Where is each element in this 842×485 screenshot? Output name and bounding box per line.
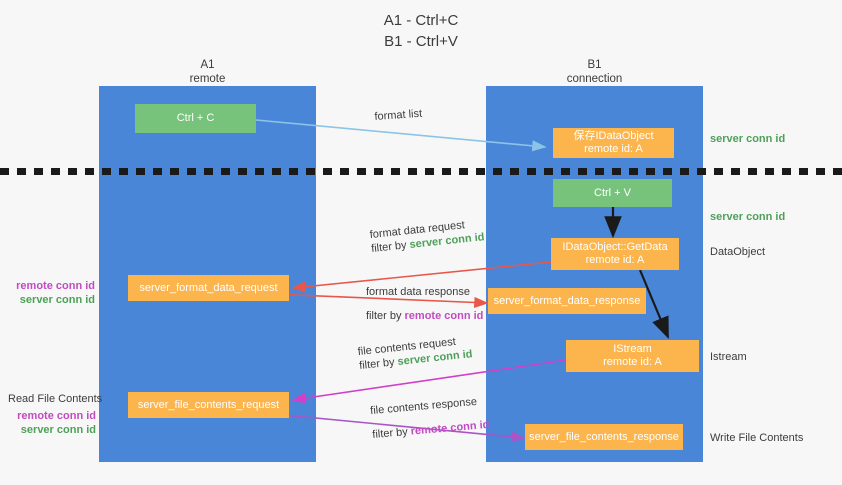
box-istream[interactable]: IStream remote id: A [566, 340, 699, 372]
box-ctrl-v[interactable]: Ctrl + V [553, 179, 672, 207]
phase-divider-dashed-line [0, 168, 842, 175]
box-server-file-contents-request-label: server_file_contents_request [137, 398, 280, 411]
filter-prefix: filter by [366, 310, 402, 322]
right-label-server-conn-id-1: server conn id [710, 133, 786, 145]
column-a1-sub: remote [189, 73, 226, 85]
box-ctrl-c-label: Ctrl + C [176, 112, 215, 124]
box-save-idataobject-label: 保存IDataObject remote id: A [573, 130, 654, 155]
right-label-write-file-contents: Write File Contents [710, 432, 804, 444]
arrow-getdata-to-istream [638, 269, 670, 340]
edge-label-format-data-response: format data response [366, 286, 470, 298]
column-header-b1: B1 connection [522, 58, 667, 86]
box-idataobject-getdata[interactable]: IDataObject::GetData remote id: A [551, 238, 679, 270]
right-label-istream: Istream [710, 351, 747, 363]
column-b1-name: B1 [587, 59, 602, 71]
left-label-read-file-contents: Read File Contents [8, 393, 103, 405]
left-label-server-conn-id-1: server conn id [19, 294, 95, 306]
box-ctrl-v-label: Ctrl + V [594, 186, 631, 199]
title-line-2: B1 - Ctrl+V [384, 33, 458, 50]
right-label-dataobject: DataObject [710, 246, 766, 258]
page-title: A1 - Ctrl+C B1 - Ctrl+V [0, 10, 842, 52]
box-server-file-contents-request[interactable]: server_file_contents_request [128, 392, 289, 418]
box-server-format-data-request-label: server_format_data_request [139, 281, 278, 294]
title-line-1: A1 - Ctrl+C [383, 12, 459, 29]
box-server-format-data-request[interactable]: server_format_data_request [128, 275, 289, 301]
right-label-server-conn-id-2: server conn id [710, 211, 786, 223]
arrow-format-list [255, 119, 547, 152]
arrow-file-contents-request [291, 359, 567, 404]
box-ctrl-c[interactable]: Ctrl + C [135, 104, 256, 133]
column-b1-sub: connection [566, 73, 623, 85]
box-server-format-data-response-label: server_format_data_response [493, 294, 641, 307]
box-server-format-data-response[interactable]: server_format_data_response [488, 288, 646, 314]
arrow-format-data-request [291, 261, 552, 293]
left-label-remote-conn-id-1: remote conn id [16, 280, 95, 292]
box-server-file-contents-response-label: server_file_contents_response [529, 430, 679, 443]
edge-label-format-data-response-filter: filter by remote conn id [366, 309, 483, 323]
box-save-idataobject[interactable]: 保存IDataObject remote id: A [553, 128, 674, 158]
column-header-a1: A1 remote [135, 58, 280, 86]
filter-prefix: filter by [358, 356, 396, 373]
column-a1-name: A1 [200, 59, 215, 71]
box-server-file-contents-response[interactable]: server_file_contents_response [525, 424, 683, 450]
edge-label-format-data-response-group: format data response filter by remote co… [366, 285, 483, 323]
filter-prefix: filter by [371, 425, 409, 442]
box-istream-label: IStream remote id: A [603, 343, 662, 368]
left-label-remote-conn-id-2: remote conn id [17, 410, 96, 422]
left-label-group-file: Read File Contents remote conn id server… [8, 392, 103, 437]
filter-key-remote-conn-id: remote conn id [404, 310, 484, 322]
left-label-server-conn-id-2: server conn id [20, 424, 96, 436]
box-idataobject-getdata-label: IDataObject::GetData remote id: A [562, 241, 668, 266]
left-label-group-format: remote conn id server conn id [10, 279, 95, 307]
filter-prefix: filter by [370, 239, 408, 256]
